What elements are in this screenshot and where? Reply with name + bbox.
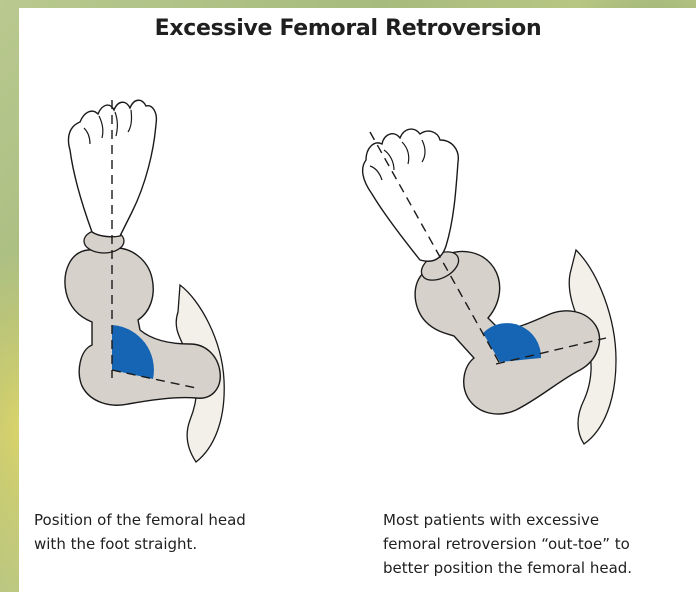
caption-foot-straight: Position of the femoral head with the fo… [34, 508, 246, 556]
panel-foot-straight [65, 100, 224, 462]
caption-line: better position the femoral head. [383, 556, 632, 580]
caption-line: femoral retroversion “out-toe” to [383, 532, 632, 556]
caption-line: with the foot straight. [34, 532, 246, 556]
caption-line: Position of the femoral head [34, 508, 246, 532]
caption-line: Most patients with excessive [383, 508, 632, 532]
caption-out-toe: Most patients with excessive femoral ret… [383, 508, 632, 580]
foot-right [363, 129, 459, 261]
panel-out-toe [363, 129, 616, 444]
